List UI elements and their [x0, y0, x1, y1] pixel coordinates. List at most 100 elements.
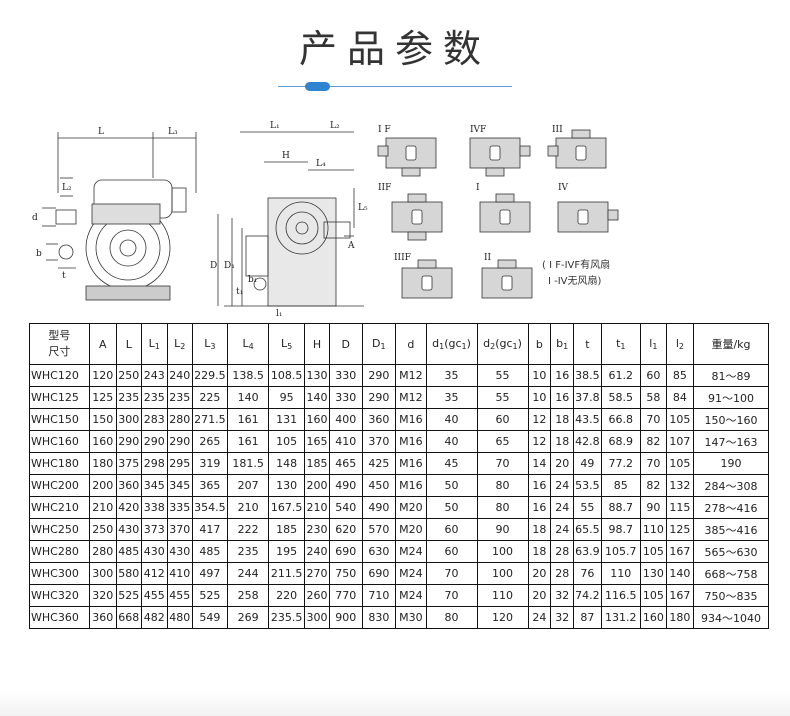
table-cell: 50	[425, 474, 478, 497]
header-col-15: t	[573, 323, 602, 365]
header-col-11: d1(gc1)	[425, 323, 478, 365]
table-cell: 244	[226, 562, 270, 585]
table-cell: 82	[639, 430, 667, 453]
table-cell-model: WHC160	[29, 430, 90, 453]
header-col-12: d2(gc1)	[476, 323, 529, 365]
table-cell: 140	[304, 386, 330, 409]
table-cell: 420	[115, 496, 142, 519]
table-cell: 35	[425, 364, 478, 387]
header-model-label: 型号	[48, 329, 71, 342]
table-cell: 290	[115, 430, 142, 453]
table-cell: M16	[395, 452, 427, 475]
table-cell-model: WHC120	[29, 364, 90, 387]
table-cell: 110	[476, 584, 529, 607]
table-cell: 58	[639, 386, 667, 409]
table-cell: 482	[140, 606, 168, 629]
table-cell: 148	[268, 452, 306, 475]
table-cell: 24	[550, 474, 575, 497]
table-cell: 485	[191, 540, 229, 563]
table-cell: 140	[665, 562, 694, 585]
variant-label-8: II	[484, 253, 492, 263]
header-col-8: D	[328, 323, 363, 365]
table-cell: 16	[527, 474, 552, 497]
table-cell: 161	[226, 430, 270, 453]
table-cell: 105	[665, 452, 694, 475]
table-cell: 105.7	[600, 540, 641, 563]
table-cell: 290	[140, 430, 168, 453]
front-view-drawing: L₁ L₂ H L₄ L₅ D D₁ A t₁ b₁ l₁	[210, 121, 368, 318]
table-cell: M12	[395, 364, 427, 387]
table-cell-model: WHC180	[29, 452, 90, 475]
table-cell: 110	[639, 518, 667, 541]
table-cell: 211.5	[268, 562, 306, 585]
table-cell: 668	[115, 606, 142, 629]
table-cell: 540	[328, 496, 363, 519]
table-cell: 668～758	[692, 562, 770, 585]
table-cell: 85	[665, 364, 694, 387]
table-cell: 900	[328, 606, 363, 629]
table-cell: 132	[665, 474, 694, 497]
table-cell: 229.5	[191, 364, 229, 387]
table-cell: 60	[639, 364, 667, 387]
header-col-10: d	[395, 323, 427, 365]
table-cell: M24	[395, 562, 427, 585]
table-cell: 130	[304, 364, 330, 387]
table-cell: 430	[166, 540, 193, 563]
header-col-4: L3	[191, 323, 229, 365]
table-cell: 230	[304, 518, 330, 541]
table-cell: 77.2	[600, 452, 641, 475]
dim-label-h: H	[282, 151, 290, 161]
table-cell: 105	[639, 540, 667, 563]
table-cell: 125	[88, 386, 117, 409]
header-col-0: A	[88, 323, 117, 365]
table-cell: 410	[328, 430, 363, 453]
table-cell: 417	[191, 518, 229, 541]
table-cell: 430	[115, 518, 142, 541]
table-cell: 20	[550, 452, 575, 475]
table-cell: 80	[476, 496, 529, 519]
table-cell: 565～630	[692, 540, 770, 563]
table-cell: 181.5	[226, 452, 270, 475]
table-cell: 74.2	[573, 584, 602, 607]
header-col-7: H	[304, 323, 330, 365]
table-cell: 70	[639, 408, 667, 431]
table-cell: 20	[527, 584, 552, 607]
table-cell-model: WHC320	[29, 584, 90, 607]
header-col-14: b1	[550, 323, 575, 365]
table-cell: 105	[268, 430, 306, 453]
header-col-3: L2	[166, 323, 193, 365]
table-cell: 160	[639, 606, 667, 629]
table-cell: 200	[304, 474, 330, 497]
table-cell: 84	[665, 386, 694, 409]
table-cell: 50	[425, 496, 478, 519]
table-cell: 335	[166, 496, 193, 519]
technical-drawings: L L₃ L₂ d b t L₁ L₂ H L₄ L₅ D D₁ A t₁ b	[0, 118, 790, 318]
table-cell: 18	[527, 540, 552, 563]
header-model-size: 型号 尺寸	[29, 323, 90, 365]
table-cell: 167	[665, 584, 694, 607]
table-cell: 16	[527, 496, 552, 519]
table-cell: 430	[140, 540, 168, 563]
table-cell: 12	[527, 408, 552, 431]
table-cell: 24	[550, 518, 575, 541]
table-cell: 24	[550, 496, 575, 519]
table-cell: 90	[476, 518, 529, 541]
table-cell: 55	[476, 386, 529, 409]
table-cell: 131.2	[600, 606, 641, 629]
table-cell: 80	[425, 606, 478, 629]
table-cell: 18	[527, 518, 552, 541]
table-cell: 410	[166, 562, 193, 585]
table-cell: 200	[88, 474, 117, 497]
table-cell: 120	[88, 364, 117, 387]
variant-label-1: I F	[378, 125, 391, 135]
table-cell: 110	[600, 562, 641, 585]
table-cell: 55	[573, 496, 602, 519]
table-cell: 70	[476, 452, 529, 475]
table-cell: M24	[395, 584, 427, 607]
